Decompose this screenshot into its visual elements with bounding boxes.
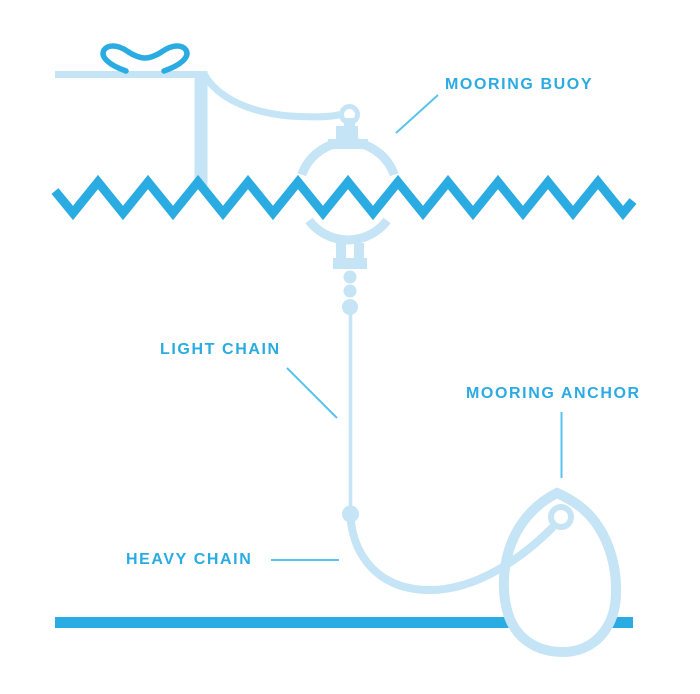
buoy-bottom-fitting-right-post (354, 243, 364, 261)
buoy-top-stem (344, 118, 355, 129)
light-chain-label: LIGHT CHAIN (160, 341, 281, 358)
light-chain-leader-line (286, 367, 338, 419)
mooring-anchor-label: MOORING ANCHOR (466, 385, 641, 402)
mooring-rope-line (200, 72, 341, 121)
buoy-bottom-fitting-left-post (336, 243, 346, 261)
buoy-bottom-fitting-bar (333, 258, 367, 269)
mooring-buoy-icon (297, 104, 399, 315)
boat-cleat-icon (100, 43, 190, 74)
boat-deck-line (55, 71, 207, 78)
seabed-line-icon (55, 617, 633, 628)
heavy-chain-line (346, 514, 556, 595)
anchor-body (498, 487, 622, 658)
mooring-anchor-icon (346, 487, 622, 658)
chain-bead-icon (342, 299, 358, 315)
buoy-body-bottom-arc (305, 217, 391, 245)
water-surface-icon (51, 174, 637, 221)
chain-bead-icon (343, 270, 357, 284)
chain-bead-icon (343, 284, 357, 298)
boat-stern (55, 43, 341, 189)
heavy-chain-label: HEAVY CHAIN (126, 551, 253, 568)
anchor-attachment-ring-icon (548, 504, 574, 530)
mooring-buoy-label: MOORING BUOY (445, 76, 594, 93)
boat-hull-line (194, 71, 208, 189)
buoy-body-top-arc (297, 137, 399, 177)
light-chain-icon (342, 310, 359, 523)
mooring-buoy-leader-line (395, 94, 439, 134)
